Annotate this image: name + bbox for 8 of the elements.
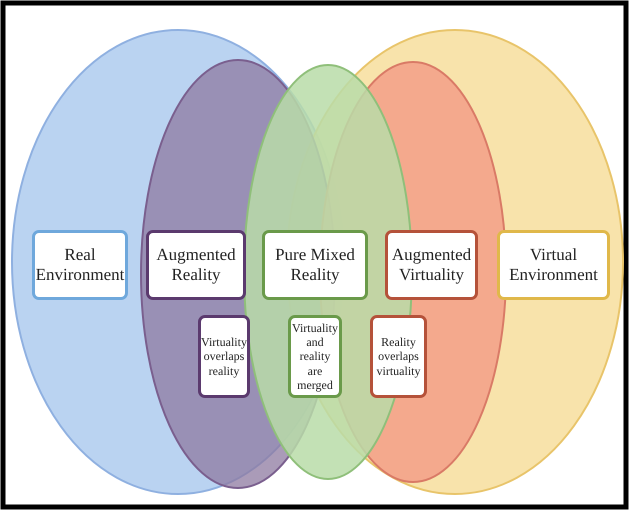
label-box: Augmented Virtuality <box>385 230 478 300</box>
label-box: Pure Mixed Reality <box>262 230 368 300</box>
label-box: Real Environment <box>32 230 128 300</box>
label-box: Virtual Environment <box>497 230 610 300</box>
description-box: Reality overlaps virtuality <box>370 315 427 398</box>
description-box: Virtuality and reality are merged <box>288 315 342 398</box>
description-box: Virtuality overlaps reality <box>198 315 250 398</box>
label-box: Augmented Reality <box>146 230 246 300</box>
